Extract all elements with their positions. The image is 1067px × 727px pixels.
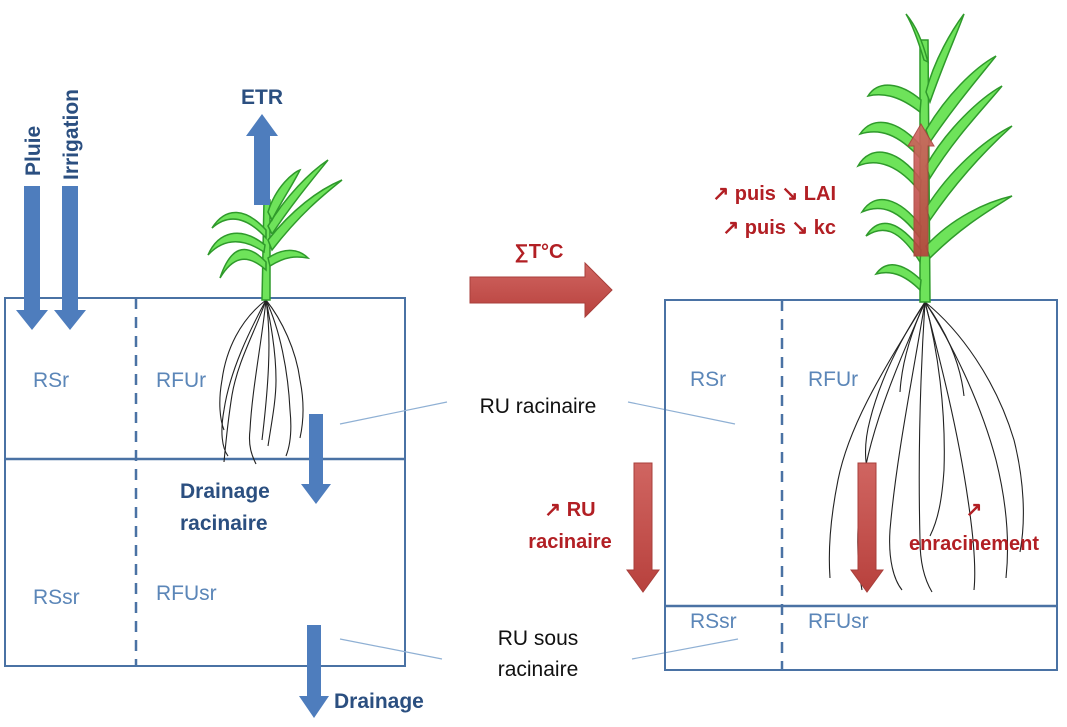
- drainage-label: Drainage: [334, 690, 424, 713]
- right-rfur-label: RFUr: [808, 368, 858, 391]
- rain-arrow: [16, 186, 48, 330]
- irrigation-arrow: [54, 186, 86, 330]
- left-rssr-label: RSsr: [33, 586, 80, 609]
- left-soil-box: [4, 297, 406, 667]
- right-box-outline: [664, 299, 1058, 671]
- lai-growth-arrow: [907, 123, 935, 257]
- ru-sous-leader-right: [631, 638, 739, 660]
- lai-label: ↗ puis ↘ LAI: [712, 183, 836, 205]
- drainage-arrow: [299, 625, 329, 718]
- rooting-arrow: [850, 462, 884, 593]
- right-rsr-label: RSr: [690, 368, 726, 391]
- left-plant: [207, 159, 343, 465]
- ru-sous-leader-left: [339, 638, 443, 660]
- left-rfusr-label: RFUsr: [156, 582, 217, 605]
- ru-increase-label-line1: ↗ RU: [544, 499, 595, 521]
- irrigation-label: Irrigation: [60, 89, 83, 180]
- ru-racinaire-label: RU racinaire: [480, 395, 597, 418]
- left-roots: [219, 299, 304, 465]
- kc-label: ↗ puis ↘ kc: [722, 217, 836, 239]
- ru-sous-label-line2: racinaire: [498, 658, 579, 681]
- left-rfur-label: RFUr: [156, 369, 206, 392]
- root-drainage-arrow: [301, 414, 331, 504]
- left-rsr-label: RSr: [33, 369, 69, 392]
- ru-sous-label-line1: RU sous: [498, 627, 579, 650]
- right-soil-box: [664, 299, 1058, 671]
- ru-increase-arrow: [626, 462, 660, 593]
- right-leaves: [856, 13, 1013, 292]
- ru-racinaire-leader-right: [627, 401, 736, 425]
- right-rfusr-label: RFUsr: [808, 610, 869, 633]
- left-leaves: [207, 159, 343, 279]
- etr-label: ETR: [241, 86, 283, 109]
- temperature-label: ∑T°C: [515, 241, 564, 263]
- ru-increase-label-line2: racinaire: [528, 531, 611, 553]
- left-box-outline: [4, 297, 406, 667]
- right-rssr-label: RSsr: [690, 610, 737, 633]
- ru-racinaire-leader-left: [339, 401, 448, 425]
- root-drainage-label-line1: Drainage: [180, 480, 270, 503]
- temperature-arrow: [469, 261, 613, 319]
- root-drainage-label-line2: racinaire: [180, 512, 268, 535]
- rooting-label-line2: enracinement: [909, 533, 1039, 555]
- etr-arrow: [246, 114, 278, 205]
- rain-label: Pluie: [22, 126, 45, 176]
- rooting-label-line1: ↗: [966, 499, 983, 521]
